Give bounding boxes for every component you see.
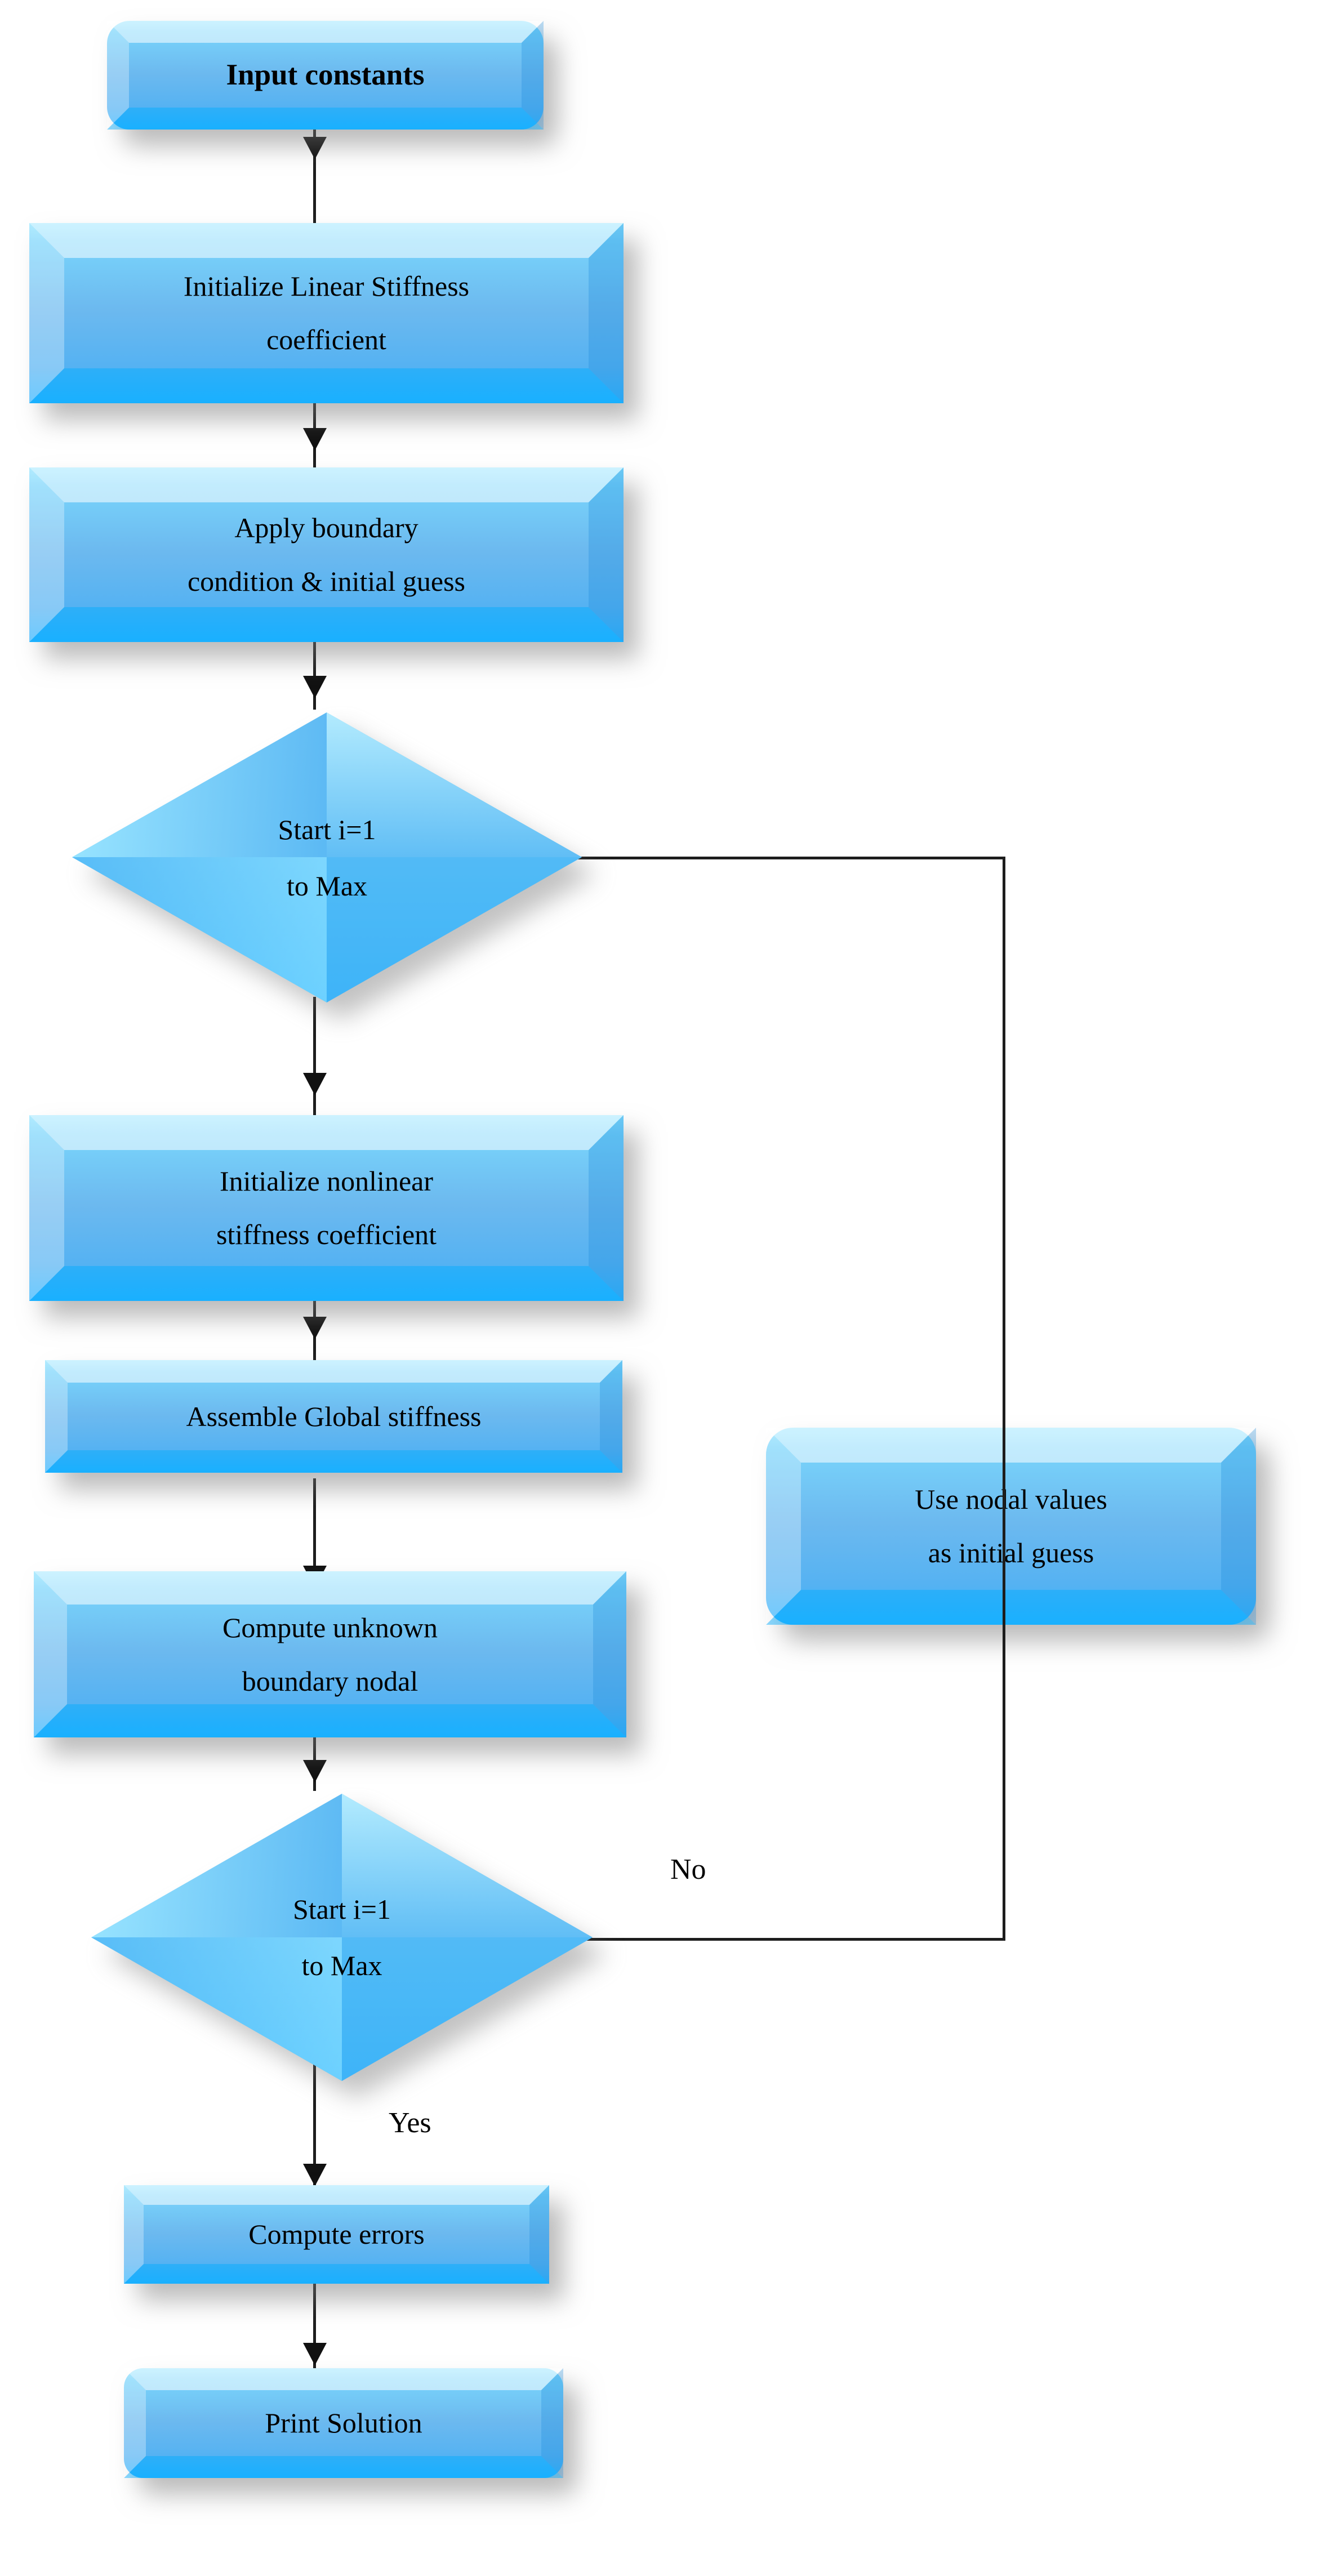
connector-init-linear-to-apply-boundary [313,349,316,470]
node-use-nodal-values-line-1: Use nodal values [915,1483,1107,1515]
bevel-face [522,21,544,130]
node-compute-errors[interactable]: Compute errors [124,2185,549,2284]
arrowhead-input-to-init-linear [303,137,327,159]
node-loop-start-outer[interactable]: Start i=1 to Max [72,712,582,1002]
bevel-face [124,2456,563,2478]
node-init-nonlinear-stiffness-line-1: Initialize nonlinear [219,1165,433,1197]
bevel-face [29,607,624,642]
bevel-face [29,467,624,502]
node-compute-errors-line-1: Compute errors [248,2218,425,2250]
bevel-face [529,2185,549,2284]
bevel-face [124,2185,144,2284]
bevel-face [29,1266,624,1301]
connector-feedback-into-loop-start [541,857,1005,859]
bevel-face [34,1571,626,1605]
arrowhead-yes-branch-to-compute-errors [303,2164,327,2186]
connector-loop-start-to-init-nonlinear [313,997,316,1118]
node-init-linear-stiffness[interactable]: Initialize Linear Stiffness coefficient [29,223,624,403]
node-assemble-global-stiffness[interactable]: Assemble Global stiffness [45,1360,622,1473]
bevel-face [124,2368,146,2478]
node-init-linear-stiffness-line-2: coefficient [266,324,386,355]
arrowhead-init-linear-to-apply-boundary [303,428,327,451]
node-assemble-global-stiffness-line-1: Assemble Global stiffness [186,1400,482,1432]
bevel-face [29,368,624,403]
bevel-face [589,223,624,403]
bevel-face [29,1115,64,1301]
bevel-face [29,467,64,642]
node-print-solution[interactable]: Print Solution [124,2368,563,2478]
diamond-shape-outer [72,712,582,1002]
node-compute-unknown-boundary[interactable]: Compute unknown boundary nodal [34,1571,626,1737]
node-init-nonlinear-stiffness[interactable]: Initialize nonlinear stiffness coefficie… [29,1115,624,1301]
bevel-face [45,1450,622,1473]
edge-label-no: No [670,1853,706,1886]
node-print-solution-line-1: Print Solution [265,2407,422,2439]
node-loop-check-inner[interactable]: Start i=1 to Max [91,1794,593,2081]
connector-compute-unknown-to-loop-check [313,1687,316,1791]
bevel-face [766,1590,1256,1625]
bevel-face [124,2264,549,2284]
bevel-face [29,1115,624,1150]
bevel-face [29,223,624,258]
arrowhead-compute-errors-to-print-solution [303,2343,327,2365]
bevel-face [589,1115,624,1301]
bevel-face [34,1704,626,1737]
bevel-face [124,2368,563,2390]
bevel-face [600,1360,622,1473]
bevel-face [29,223,64,403]
bevel-face [107,108,544,130]
connector-assemble-to-compute-unknown [313,1478,316,1614]
bevel-face [124,2185,549,2205]
node-loop-check-inner-line-2: to Max [301,1950,382,1981]
node-apply-boundary-condition-line-2: condition & initial guess [187,565,466,597]
arrowhead-init-nonlinear-to-assemble [303,1317,327,1339]
node-use-nodal-values[interactable]: Use nodal values as initial guess [766,1428,1256,1625]
bevel-face [107,21,544,43]
connector-input-to-init-linear [313,84,316,253]
bevel-face [107,21,129,130]
arrowhead-loop-start-to-init-nonlinear [303,1073,327,1095]
node-compute-unknown-boundary-line-2: boundary nodal [242,1665,418,1697]
bevel-face [593,1571,626,1737]
node-input-constants-line-1: Input constants [226,59,425,92]
bevel-face [45,1360,68,1473]
bevel-face [45,1360,622,1383]
edge-label-yes: Yes [389,2107,431,2139]
bevel-face [34,1571,67,1737]
bevel-face [541,2368,563,2478]
node-apply-boundary-condition[interactable]: Apply boundary condition & initial guess [29,467,624,642]
connector-no-branch-vertical [1003,857,1005,1941]
arrowhead-apply-boundary-to-loop-start [303,676,327,698]
connector-yes-branch-to-compute-errors [313,2061,316,2194]
bevel-face [589,467,624,642]
connector-no-branch-horizontal [566,1938,1005,1941]
arrowhead-compute-unknown-to-loop-check [303,1760,327,1782]
node-use-nodal-values-line-2: as initial guess [928,1537,1094,1568]
node-loop-start-outer-line-2: to Max [286,870,368,902]
node-input-constants[interactable]: Input constants [107,21,544,130]
node-compute-unknown-boundary-line-1: Compute unknown [222,1611,438,1643]
bevel-face [766,1428,801,1625]
node-loop-start-outer-line-1: Start i=1 [278,813,376,845]
bevel-face [766,1428,1256,1463]
diamond-shape-inner [91,1794,593,2081]
node-loop-check-inner-line-1: Start i=1 [292,1893,391,1925]
node-init-nonlinear-stiffness-line-2: stiffness coefficient [216,1219,437,1250]
node-init-linear-stiffness-line-1: Initialize Linear Stiffness [183,270,470,302]
node-apply-boundary-condition-line-1: Apply boundary [234,512,418,543]
bevel-face [1221,1428,1256,1625]
connector-compute-errors-to-print-solution [313,2272,316,2377]
